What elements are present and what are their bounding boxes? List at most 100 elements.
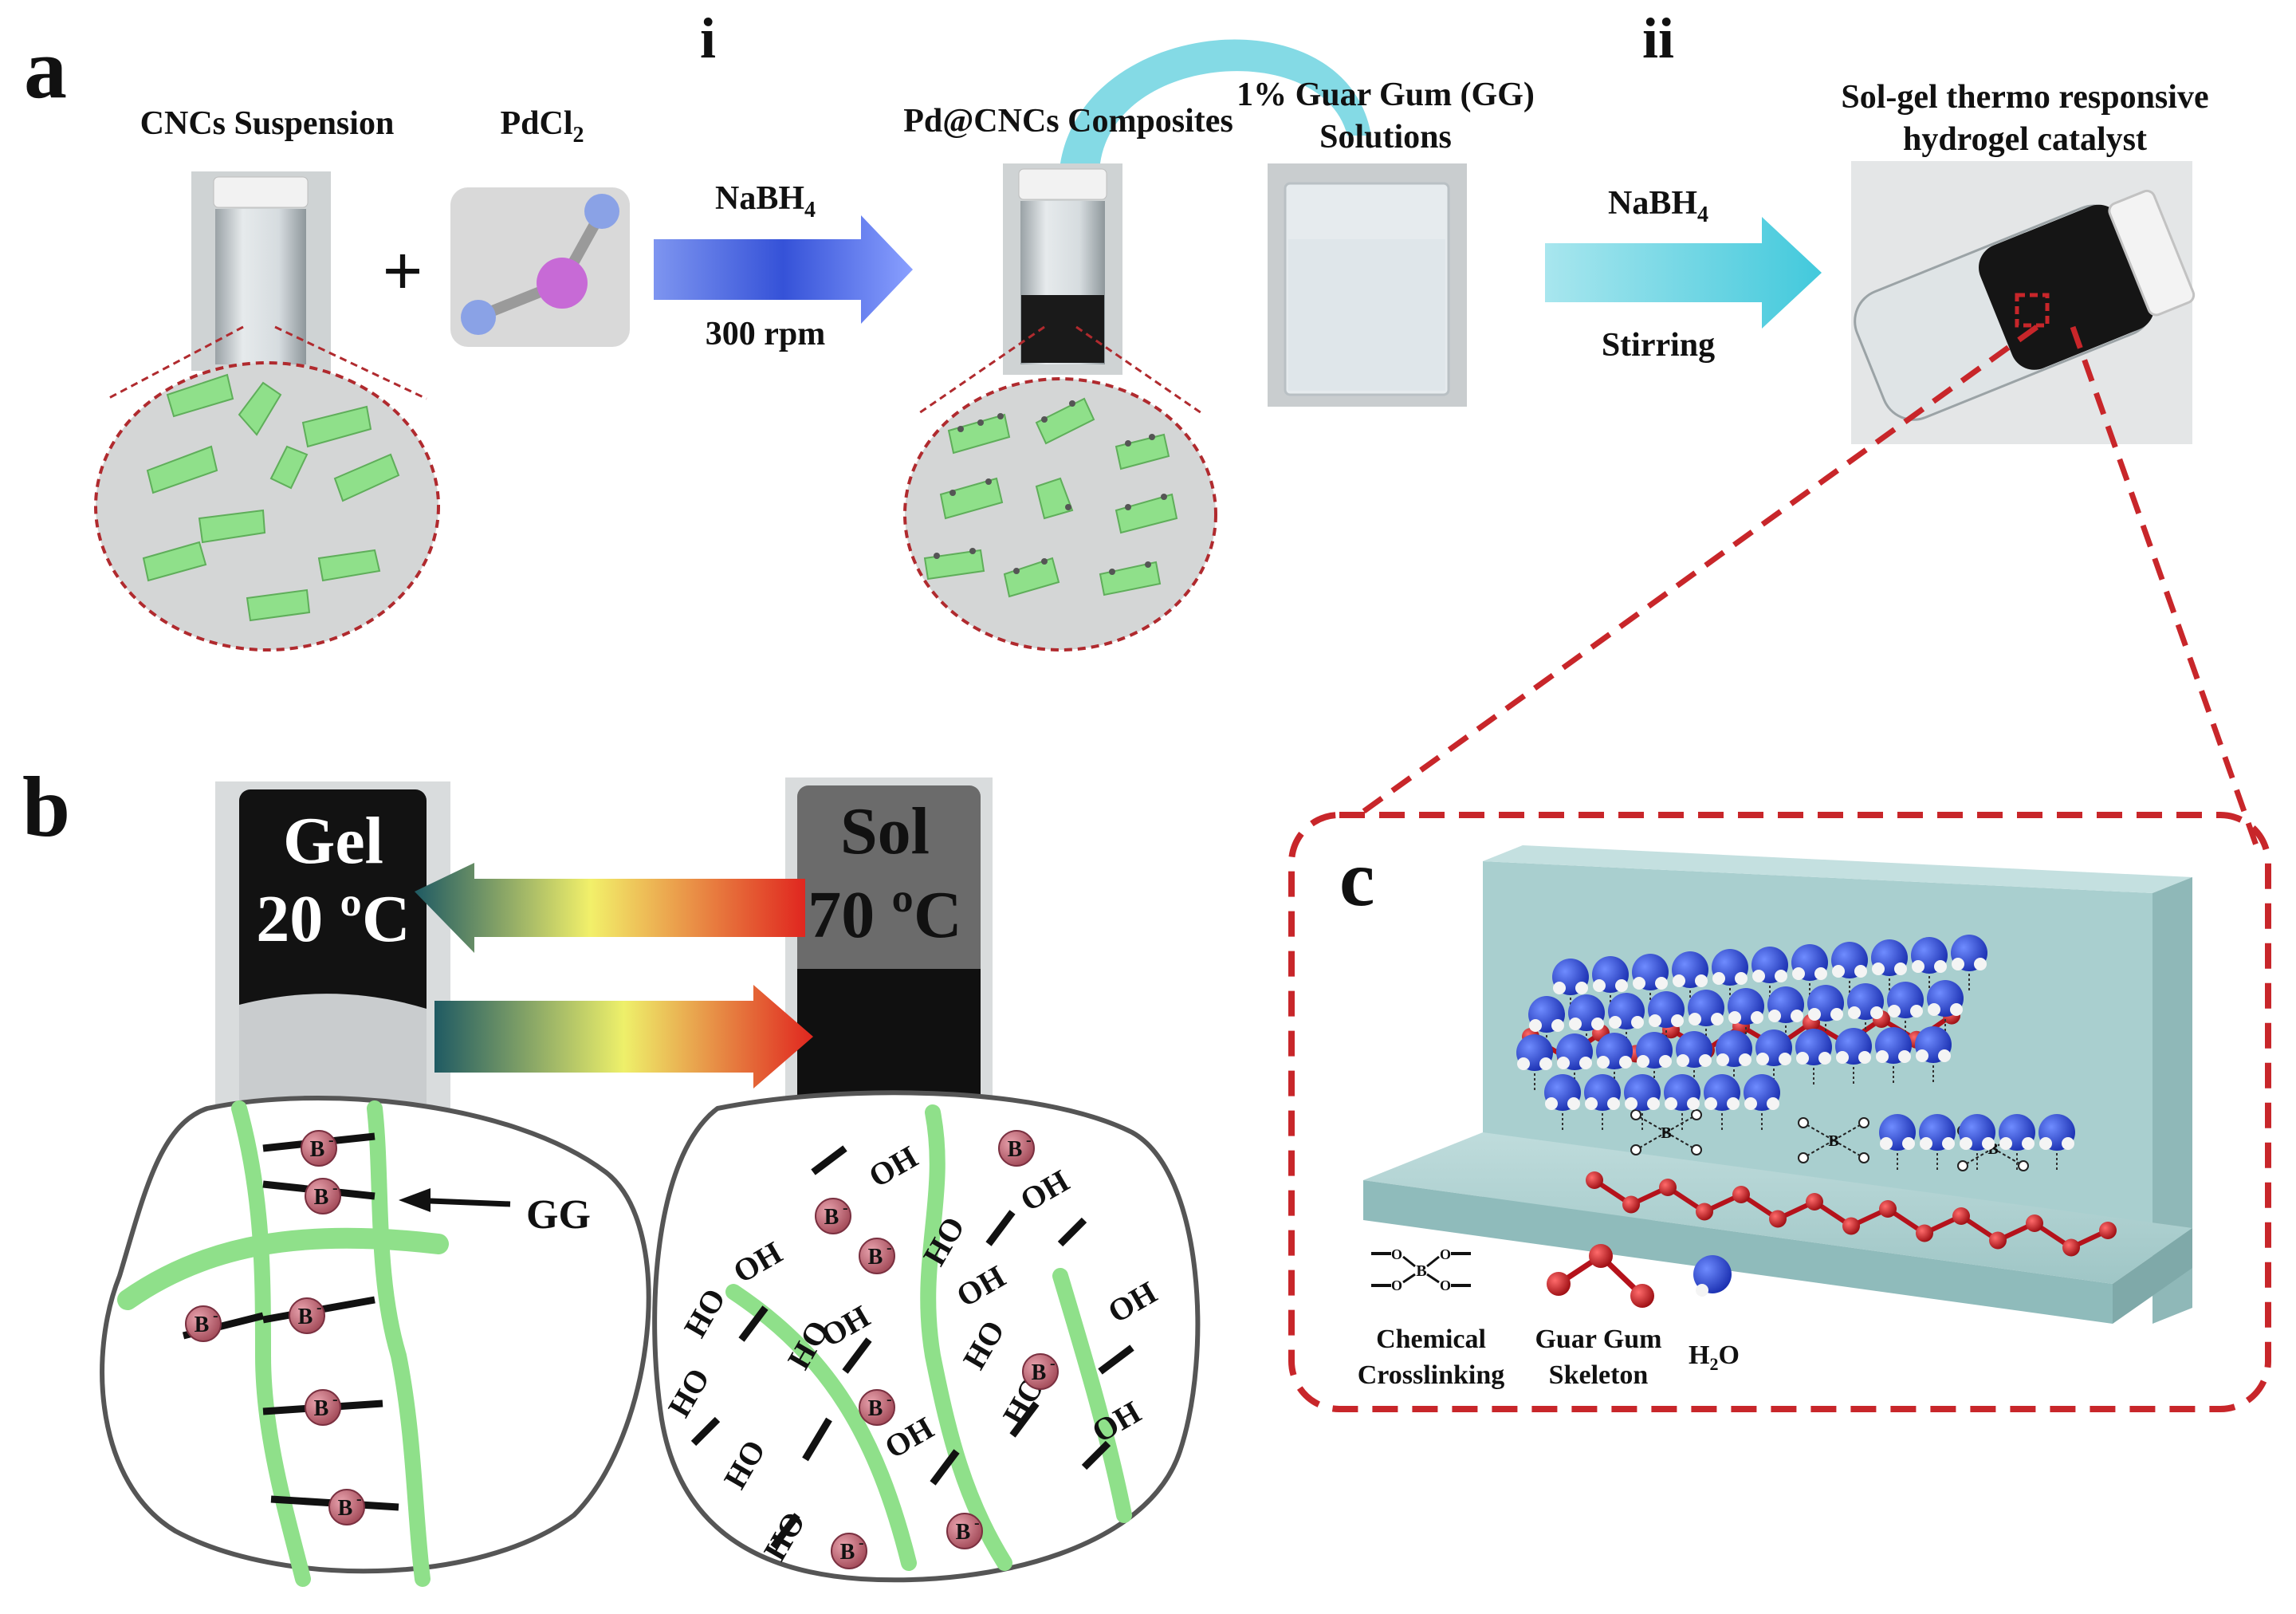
water-molecule [1915, 1026, 1952, 1085]
water-molecule [1807, 985, 1844, 1043]
gel-temperature: 20 ºC [256, 882, 410, 956]
product-label-2: hydrogel catalyst [1903, 121, 2147, 158]
borate-ion: B- [305, 1389, 341, 1426]
svg-text:-: - [887, 1239, 892, 1257]
borate-label: B [338, 1496, 353, 1521]
gel-word: Gel [283, 804, 383, 878]
water-molecule [1636, 1032, 1673, 1090]
water-molecule [1951, 935, 1987, 993]
legend-crosslink-icon: O O O O B [1371, 1246, 1471, 1293]
svg-text:O: O [1391, 1277, 1402, 1293]
water-molecule [1728, 988, 1764, 1046]
borate-label: B [824, 1205, 839, 1230]
borate-ion: B- [946, 1513, 983, 1549]
water-molecule [1516, 1034, 1553, 1092]
water-molecule [1592, 956, 1629, 1014]
panel-label-a: a [24, 22, 67, 116]
svg-text:-: - [1050, 1355, 1056, 1372]
water-molecule [1568, 994, 1605, 1053]
skeleton-bead [2062, 1238, 2080, 1257]
legend-crosslink-label-2: Crosslinking [1358, 1360, 1505, 1390]
water-molecule [1911, 937, 1948, 995]
gg-beaker-photo [1268, 163, 1467, 407]
panel-label-c: c [1339, 834, 1374, 923]
borate-label: B [314, 1396, 329, 1421]
step-label-i: i [700, 6, 716, 70]
water-molecule [1887, 982, 1924, 1040]
reduction-arrow [654, 215, 913, 324]
pd-cncs-label: Pd@CNCs Composites [903, 103, 1233, 140]
skeleton-bead [1659, 1179, 1677, 1196]
skeleton-bead [1952, 1207, 1970, 1225]
borate-ion: B- [831, 1533, 867, 1569]
skeleton-bead [1696, 1203, 1713, 1221]
borate-label: B [956, 1520, 971, 1545]
gel-vial-photo [215, 781, 450, 1116]
skeleton-bead [2099, 1222, 2117, 1239]
borate-label: B [1032, 1360, 1047, 1385]
water-molecule [1584, 1074, 1621, 1132]
step-label-ii: ii [1642, 6, 1674, 70]
gel-network-diagram [100, 1096, 651, 1587]
cncs-vial-photo [191, 171, 331, 371]
borate-crosslink: B [1798, 1117, 1869, 1163]
borate-crosslink: B [1630, 1109, 1702, 1155]
water-molecule [1767, 986, 1804, 1045]
pd-cncs-zoom-circle [903, 325, 1217, 652]
borate-ion: B- [305, 1178, 341, 1214]
borate-label: B [868, 1396, 883, 1421]
borate-ion: B- [185, 1305, 222, 1342]
nabh4-label-2: NaBH4 [1608, 185, 1708, 227]
water-molecule [1871, 939, 1908, 998]
legend-water-label: H2O [1689, 1340, 1740, 1374]
heating-arrow [434, 985, 813, 1088]
pd-cncs-vial-photo [1003, 163, 1122, 375]
borate-ion: B- [998, 1130, 1035, 1167]
water-molecule [1795, 1029, 1832, 1087]
cncs-suspension-label: CNCs Suspension [140, 105, 395, 142]
legend-skeleton-label-1: Guar Gum [1535, 1325, 1661, 1354]
svg-text:O: O [1440, 1246, 1451, 1262]
water-molecule [1632, 954, 1669, 1012]
gg-pointer-label: GG [526, 1192, 591, 1238]
water-molecule [1959, 1114, 1995, 1172]
water-molecule [1688, 990, 1724, 1048]
borate-label: B [314, 1185, 329, 1210]
borate-ion: B- [289, 1297, 325, 1334]
gelation-arrow [1545, 217, 1822, 329]
water-molecule [1544, 1074, 1581, 1132]
skeleton-bead [1769, 1210, 1787, 1228]
svg-text:O: O [1440, 1277, 1451, 1293]
borate-ion: B- [859, 1238, 895, 1274]
borate-label: B [840, 1540, 855, 1565]
water-molecule [1704, 1074, 1740, 1132]
sol-temperature: 70 ºC [808, 878, 961, 952]
svg-text:B: B [1828, 1132, 1838, 1150]
skeleton-bead [2026, 1214, 2043, 1232]
water-molecule [1875, 1027, 1912, 1085]
skeleton-bead [1622, 1195, 1640, 1214]
svg-text:-: - [1026, 1132, 1032, 1149]
water-molecule [1712, 949, 1748, 1007]
svg-text:B: B [1416, 1262, 1426, 1280]
svg-text:-: - [843, 1199, 848, 1217]
water-molecule [1927, 980, 1964, 1038]
sol-word: Sol [840, 794, 930, 868]
water-molecule [1791, 944, 1828, 1002]
water-molecule [1672, 951, 1708, 1010]
water-molecule [1624, 1074, 1661, 1132]
borate-ions: B-B-B-B-B-B-B-B-B-B-B-B-B- [185, 1130, 1059, 1569]
water-molecule [1744, 1074, 1780, 1132]
svg-text:-: - [332, 1179, 338, 1197]
cncs-zoom-circle [94, 325, 440, 652]
legend-skeleton-label-2: Skeleton [1549, 1360, 1649, 1390]
svg-text:-: - [328, 1132, 334, 1149]
borate-label: B [868, 1245, 883, 1270]
svg-text:-: - [316, 1299, 322, 1317]
water-molecule [1751, 947, 1788, 1005]
water-molecule [1847, 983, 1884, 1041]
cooling-arrow [415, 863, 805, 953]
borate-ion: B- [301, 1130, 337, 1167]
skeleton-bead [1879, 1200, 1897, 1218]
water-molecule [2038, 1114, 2075, 1172]
